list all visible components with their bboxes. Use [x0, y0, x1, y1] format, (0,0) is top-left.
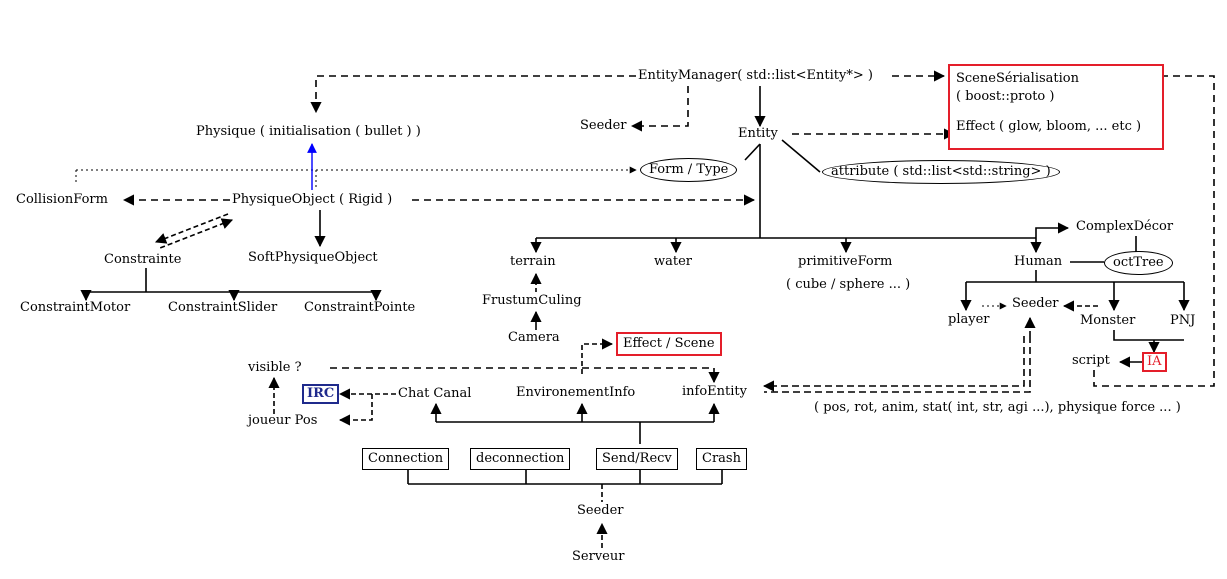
edge-visible-to-info: [330, 367, 720, 384]
edge-monster-pnj-to-ia: [1113, 330, 1184, 352]
node-constrainte: Constrainte: [104, 252, 182, 267]
edge-human-to-complexdecor: [1035, 222, 1070, 238]
node-irc: IRC: [302, 384, 340, 404]
node-terrain: terrain: [510, 254, 556, 269]
node-form-type: Form / Type: [640, 158, 738, 182]
node-environement-info: EnvironementInfo: [516, 385, 636, 400]
node-connection: Connection: [362, 448, 450, 470]
node-effect-scene: Effect / Scene: [616, 332, 722, 356]
edge-em-to-seeder: [630, 86, 689, 132]
node-info-entity: infoEntity: [682, 384, 747, 399]
edge-entity-to-attribute: [781, 139, 821, 173]
node-crash: Crash: [696, 448, 747, 470]
node-player: player: [948, 312, 990, 327]
edge-envinfo-to-effect: [581, 338, 614, 374]
node-primitive-form: primitiveForm: [798, 254, 893, 269]
edge-entity-to-form: [744, 143, 761, 161]
node-script: script: [1072, 353, 1110, 368]
edge-chat-to-joueur: [338, 394, 373, 426]
node-physique: Physique ( initialisation ( bullet ) ): [196, 124, 421, 139]
node-pnj: PNJ: [1170, 313, 1196, 328]
node-soft-physique-object: SoftPhysiqueObject: [248, 250, 378, 265]
node-ia: IA: [1142, 352, 1167, 372]
node-attribute: attribute ( std::list<std::string> ): [822, 160, 1060, 184]
edge-physobj-to-constrainte-a: [154, 213, 229, 244]
node-constraint-slider: ConstraintSlider: [168, 300, 278, 315]
panel-line-effect: Effect ( glow, bloom, ... etc ): [956, 119, 1142, 134]
node-physique-object: PhysiqueObject ( Rigid ): [232, 192, 393, 207]
node-monster: Monster: [1080, 313, 1136, 328]
node-visible: visible ?: [248, 360, 302, 375]
edge-seeder-to-infoentity-b: [764, 336, 1031, 393]
node-seeder-human: Seeder: [1012, 296, 1059, 311]
node-constraint-pointe: ConstraintPointe: [304, 300, 416, 315]
scene-serialisation-panel: SceneSérialisation ( boost::proto ) Effe…: [948, 64, 1164, 150]
node-water: water: [654, 254, 693, 269]
node-complex-decor: ComplexDécor: [1076, 219, 1174, 234]
node-primitive-form-sub: ( cube / sphere ... ): [786, 277, 911, 292]
node-send-recv: Send/Recv: [596, 448, 678, 470]
node-entity: Entity: [738, 126, 778, 141]
node-human: Human: [1014, 254, 1063, 269]
node-chat-canal: Chat Canal: [398, 386, 472, 401]
node-info-entity-details: ( pos, rot, anim, stat( int, str, agi ..…: [814, 400, 1181, 415]
node-seeder-bottom: Seeder: [577, 503, 624, 518]
node-frustum-culing: FrustumCuling: [482, 293, 582, 308]
edge-script-to-scene: [1092, 70, 1215, 387]
node-camera: Camera: [508, 330, 560, 345]
node-oct-tree: octTree: [1104, 251, 1173, 275]
node-joueur-pos: joueur Pos: [248, 413, 318, 428]
panel-line-scene: SceneSérialisation: [956, 71, 1079, 86]
node-constraint-motor: ConstraintMotor: [20, 300, 131, 315]
node-collision-form: CollisionForm: [16, 192, 108, 207]
edge-em-to-physique: [310, 75, 636, 114]
panel-line-proto: ( boost::proto ): [956, 89, 1055, 104]
node-entity-manager: EntityManager( std::list<Entity*> ): [638, 68, 873, 83]
node-serveur: Serveur: [572, 549, 625, 564]
node-seeder-top: Seeder: [580, 118, 627, 133]
edge-seeder-to-infoentity-a: [762, 336, 1025, 392]
node-deconnection: deconnection: [470, 448, 571, 470]
edge-physobj-to-constrainte-b: [159, 218, 234, 249]
